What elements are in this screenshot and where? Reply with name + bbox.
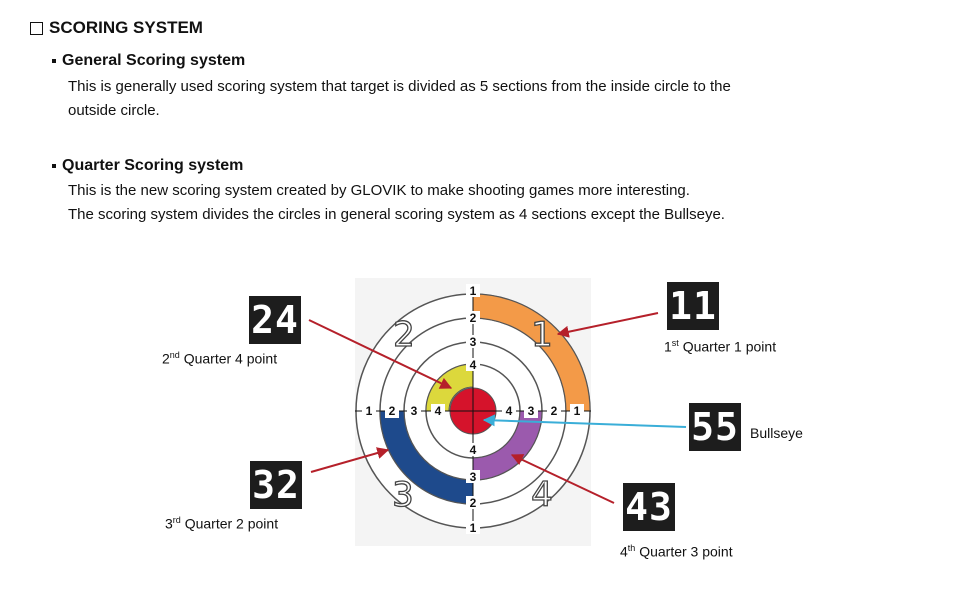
ring-number-bottom-3: 3 (470, 470, 477, 484)
quadrant-label-4: 4 (531, 475, 553, 515)
ring-number-left-1: 1 (366, 404, 373, 418)
score-display-quarter4: 43 (623, 483, 675, 531)
ring-number-right-4: 4 (506, 404, 513, 418)
quadrant-label-1: 1 (531, 315, 553, 355)
ring-number-left-3: 3 (411, 404, 418, 418)
ring-number-bottom-4: 4 (470, 443, 477, 457)
section-heading: SCORING SYSTEM (30, 18, 203, 38)
score-display-quarter2: 24 (249, 296, 301, 344)
caption-q3-number: 3 (165, 515, 173, 532)
caption-q1-text: Quarter 1 point (678, 338, 777, 355)
quarter-title-text: Quarter Scoring system (62, 157, 244, 174)
ring-number-top-2: 2 (470, 311, 477, 325)
caption-q3-text: Quarter 2 point (180, 515, 279, 532)
arrow-quarter2 (308, 319, 453, 389)
caption-q4-suffix: th (627, 543, 636, 553)
checkbox-icon (30, 21, 43, 35)
general-desc-line1: This is generally used scoring system th… (68, 78, 731, 95)
caption-q1-suffix: st (671, 338, 679, 348)
bullet-icon (52, 59, 56, 63)
score-display-quarter3: 32 (250, 461, 302, 509)
arrow-quarter4 (510, 454, 615, 504)
caption-quarter2: 2nd Quarter 4 point (162, 350, 277, 367)
ring-number-right-3: 3 (528, 404, 535, 418)
quadrant-label-2: 2 (393, 315, 415, 355)
ring-number-top-1: 1 (470, 284, 477, 298)
score-display-quarter1: 11 (667, 282, 719, 330)
quarter-desc-line2: The scoring system divides the circles i… (68, 206, 725, 223)
caption-q2-number: 2 (162, 350, 170, 367)
general-scoring-title: General Scoring system (52, 52, 245, 70)
caption-quarter4: 4th Quarter 3 point (620, 543, 733, 560)
general-desc-line2: outside circle. (68, 102, 160, 119)
ring-number-top-3: 3 (470, 335, 477, 349)
arrow-bullseye (482, 414, 687, 428)
caption-q1-number: 1 (664, 338, 672, 355)
general-title-text: General Scoring system (62, 52, 246, 69)
heading-text: SCORING SYSTEM (49, 18, 203, 37)
quarter-scoring-title: Quarter Scoring system (52, 157, 243, 175)
caption-quarter1: 1st Quarter 1 point (664, 338, 776, 355)
score-display-bullseye: 55 (689, 403, 741, 451)
ring-number-left-4: 4 (435, 404, 442, 418)
ring-number-right-2: 2 (551, 404, 558, 418)
arrow-quarter1 (556, 312, 659, 338)
caption-q2-text: Quarter 4 point (179, 350, 278, 367)
quarter-desc-line1: This is the new scoring system created b… (68, 182, 690, 199)
caption-q4-number: 4 (620, 543, 628, 560)
caption-bullseye: Bullseye (750, 425, 803, 441)
caption-q2-suffix: nd (169, 350, 180, 360)
ring-number-left-2: 2 (389, 404, 396, 418)
ring-number-top-4: 4 (470, 358, 477, 372)
ring-number-bottom-2: 2 (470, 496, 477, 510)
caption-q3-suffix: rd (172, 515, 181, 525)
ring-number-right-1: 1 (574, 404, 581, 418)
quadrant-label-3: 3 (392, 475, 414, 515)
caption-q4-text: Quarter 3 point (635, 543, 733, 560)
ring-number-bottom-1: 1 (470, 521, 477, 535)
caption-quarter3: 3rd Quarter 2 point (165, 515, 278, 532)
quarter-description: This is the new scoring system created b… (68, 179, 828, 227)
general-description: This is generally used scoring system th… (68, 75, 828, 123)
arrow-quarter3 (310, 447, 390, 473)
bullet-icon (52, 164, 56, 168)
